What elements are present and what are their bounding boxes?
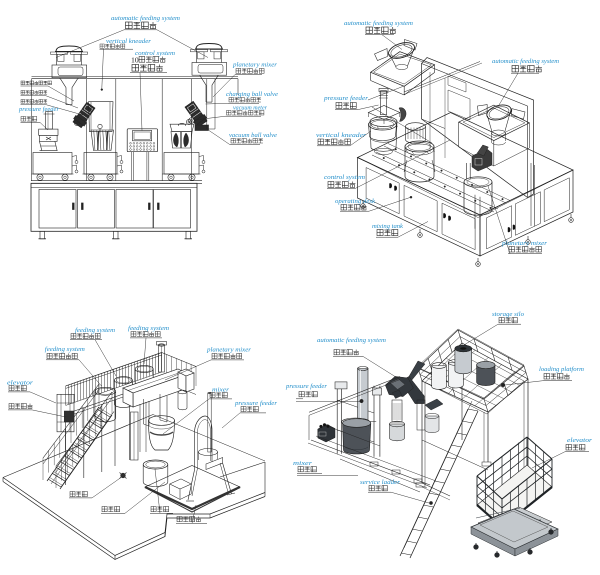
svg-text:automatic feeding system: automatic feeding system <box>111 15 180 22</box>
svg-text:mixer: mixer <box>293 460 313 467</box>
svg-text:automatic feeding system: automatic feeding system <box>344 20 413 27</box>
svg-text:pressure feeder: pressure feeder <box>323 95 369 102</box>
svg-text:loading platform: loading platform <box>539 366 584 373</box>
svg-text:pressure feeder: pressure feeder <box>234 400 278 407</box>
svg-text:vacuum meter: vacuum meter <box>233 104 267 111</box>
svg-text:mixer: mixer <box>212 387 230 394</box>
svg-text:feeding system: feeding system <box>75 327 115 334</box>
svg-text:mixing tank: mixing tank <box>372 223 403 230</box>
svg-text:storage silo: storage silo <box>492 311 525 318</box>
svg-text:planetary mixer: planetary mixer <box>206 347 252 354</box>
svg-text:vertical kneader: vertical kneader <box>316 132 367 139</box>
svg-text:vertical kneader: vertical kneader <box>106 38 151 45</box>
svg-text:service ladder: service ladder <box>360 479 400 486</box>
svg-text:10: 10 <box>131 56 139 65</box>
svg-text:operating desk: operating desk <box>335 198 375 205</box>
svg-text:feeding system: feeding system <box>45 346 85 353</box>
svg-text:pressure feeder: pressure feeder <box>18 106 59 113</box>
svg-text:feeding system: feeding system <box>128 325 169 332</box>
svg-text:elevator: elevator <box>567 437 593 444</box>
svg-text:charging ball valve: charging ball valve <box>226 91 278 98</box>
svg-text:control system: control system <box>324 174 365 181</box>
svg-text:control system: control system <box>135 50 175 57</box>
svg-text:automatic feeding system: automatic feeding system <box>317 337 386 344</box>
svg-text:automatic feeding system: automatic feeding system <box>492 58 559 65</box>
svg-text:elevator: elevator <box>7 380 34 387</box>
svg-text:vacuum ball valve: vacuum ball valve <box>229 132 277 139</box>
svg-text:planetary mixer: planetary mixer <box>232 62 278 69</box>
svg-text:planetary mixer: planetary mixer <box>501 240 548 247</box>
svg-text:pressure feeder: pressure feeder <box>285 383 328 390</box>
